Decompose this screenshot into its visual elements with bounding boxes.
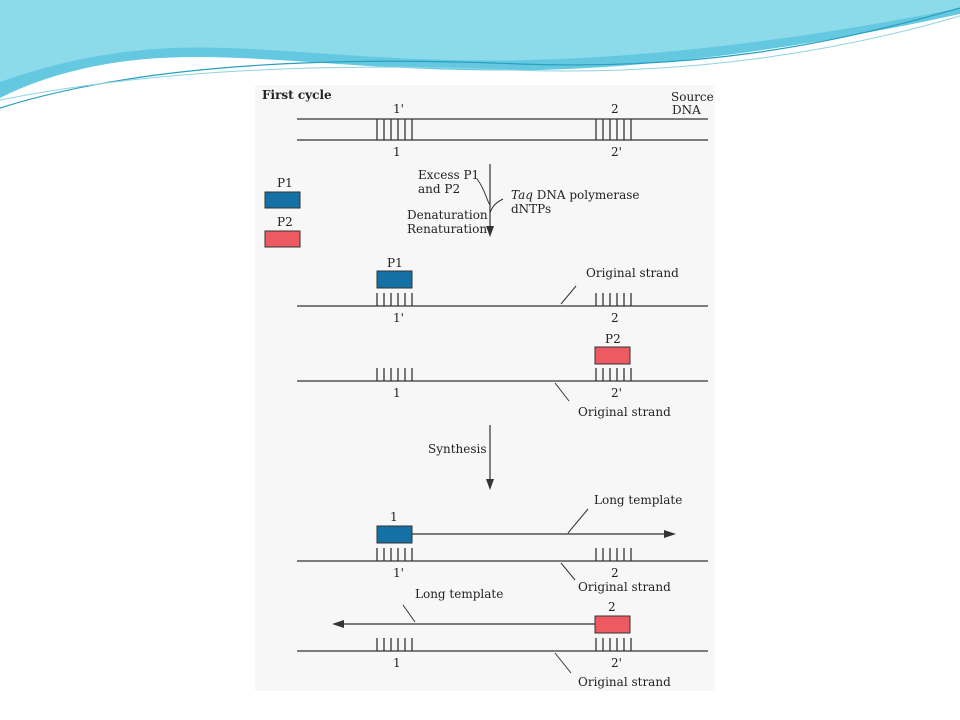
legend-p2-label: P2 — [277, 215, 293, 229]
step1-renaturation-label: Renaturation — [407, 222, 487, 236]
extended-strand-a — [297, 533, 708, 562]
annealed-strand-a — [297, 293, 708, 307]
legend-p1-label: P1 — [277, 176, 293, 190]
strand-a-primer-label: P1 — [387, 256, 403, 270]
annealed-strand-b — [297, 368, 708, 382]
step1-excess-line1: Excess P1 — [418, 168, 479, 182]
strand-a-site-1-marks — [376, 293, 413, 306]
extended-a-site-2-marks — [595, 548, 632, 561]
strand-b-site-2-marks — [595, 368, 632, 381]
strand-b-site-label-2-prime: 2' — [611, 386, 622, 400]
site-label-2: 2 — [611, 102, 619, 116]
legend-p1-primer — [264, 191, 301, 209]
legend-p2-primer — [264, 230, 301, 248]
extended-b-site-2-marks — [595, 638, 632, 651]
strand-a-original-label: Original strand — [586, 266, 679, 280]
step1-taq-label: Taq DNA polymerase — [511, 188, 640, 202]
strand-b-pointer — [554, 382, 570, 402]
step1-excess-line2: and P2 — [418, 182, 460, 196]
strand-a-site-label-1-prime: 1' — [393, 311, 404, 325]
site-label-1-prime: 1' — [393, 102, 404, 116]
extended-a-arrowhead — [664, 530, 676, 538]
extended-b-site-label-2-prime: 2' — [611, 656, 622, 670]
site-label-2-prime: 2' — [611, 145, 622, 159]
extended-b-strand-label: 2 — [608, 600, 616, 614]
extended-b-arrowhead — [332, 620, 344, 628]
extended-a-strand-label: 1 — [390, 510, 398, 524]
extended-b-original-label: Original strand — [578, 675, 671, 689]
extended-b-template-pointer — [402, 604, 416, 623]
strand-b-site-1-marks — [376, 368, 413, 381]
extended-b-long-template-label: Long template — [415, 587, 503, 601]
extended-a-site-1-marks — [376, 548, 413, 561]
extended-b-site-label-1: 1 — [393, 656, 401, 670]
strand-b-original-label: Original strand — [578, 405, 671, 419]
figure-panel — [255, 85, 715, 691]
strand-a-site-2-marks — [595, 293, 632, 306]
strand-b-site-label-1: 1 — [393, 386, 401, 400]
strand-a-site-label-2: 2 — [611, 311, 619, 325]
strand-b-primer-label: P2 — [605, 332, 621, 346]
extended-b-site-1-marks — [376, 638, 413, 651]
extended-b-original-pointer — [554, 652, 572, 674]
step1-dntps-label: dNTPs — [511, 202, 551, 216]
source-label-line2: DNA — [672, 103, 701, 117]
extended-a-template-pointer — [567, 508, 589, 534]
step1-denaturation-label: Denaturation — [407, 208, 488, 222]
extended-a-primer — [376, 525, 413, 544]
strand-b-primer-p2 — [594, 346, 631, 365]
extended-a-original-label: Original strand — [578, 580, 671, 594]
extended-a-long-template-label: Long template — [594, 493, 682, 507]
pcr-first-cycle-diagram: First cycle Source DNA 1' 2 1 2' P1 P2 — [255, 85, 715, 691]
strand-a-primer-p1 — [376, 270, 413, 289]
figure-heading: First cycle — [262, 88, 332, 102]
site-marks-2 — [595, 119, 632, 140]
extended-b-primer — [594, 615, 631, 634]
synthesis-label: Synthesis — [428, 442, 487, 456]
extended-strand-b — [297, 623, 708, 652]
source-label-line1: Source — [671, 90, 714, 104]
source-dna — [297, 118, 708, 141]
site-marks-1 — [376, 119, 413, 140]
site-label-1: 1 — [393, 145, 401, 159]
extended-a-original-pointer — [560, 562, 576, 581]
step1-arrow — [476, 164, 504, 237]
extended-a-site-label-1-prime: 1' — [393, 566, 404, 580]
extended-a-site-label-2: 2 — [611, 566, 619, 580]
strand-a-pointer — [560, 285, 577, 305]
synthesis-arrow — [486, 425, 494, 490]
